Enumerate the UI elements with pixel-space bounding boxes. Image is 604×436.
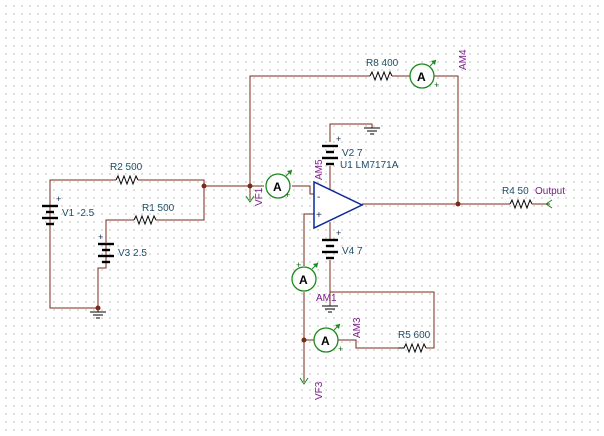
- wire-r5-loop: [330, 291, 435, 349]
- junction-feedback: [247, 183, 253, 189]
- wire-am3-to-r5: [338, 339, 398, 349]
- am3-label: AM3: [352, 317, 363, 338]
- r2-label: R2 500: [110, 162, 143, 173]
- vf3-label: VF3: [314, 381, 325, 400]
- junction-node-sum: [201, 183, 207, 189]
- r8-label: R8 400: [366, 58, 399, 69]
- wire-r2-to-node: [148, 179, 205, 186]
- ground-v4: [322, 305, 338, 313]
- ground-source: [90, 308, 106, 319]
- resistor-r4[interactable]: [502, 198, 538, 210]
- junction-am3-branch: [301, 337, 307, 343]
- am4-letter: A: [417, 70, 426, 84]
- wire-noninv-to-am1: [303, 213, 314, 266]
- vf1-label: VF1: [254, 187, 265, 206]
- junction-output: [455, 201, 461, 207]
- v3-plus-sign: +: [98, 232, 103, 242]
- v2-label: V2 7: [342, 148, 363, 159]
- r5-label: R5 600: [398, 330, 431, 341]
- resistor-r1[interactable]: [120, 214, 176, 226]
- wires: [49, 75, 550, 382]
- opamp-inverting-sign: -: [317, 192, 320, 203]
- r4-label: R4 50: [502, 186, 529, 197]
- u1-label: U1 LM7171A: [340, 160, 399, 171]
- voltage-probe-vf3[interactable]: [299, 377, 309, 385]
- am1-plus-sign: +: [296, 260, 301, 270]
- output-label: Output: [535, 186, 565, 197]
- ammeter-am5[interactable]: [265, 169, 293, 199]
- am5-plus-sign: +: [285, 190, 290, 200]
- opamp-noninverting-sign: +: [316, 210, 322, 221]
- am1-label: AM1: [316, 293, 337, 304]
- am1-letter: A: [299, 273, 308, 287]
- resistor-r5[interactable]: [398, 342, 427, 354]
- am3-plus-sign: +: [338, 344, 343, 354]
- ammeter-am3[interactable]: [313, 323, 341, 353]
- voltage-source-v3[interactable]: [98, 220, 114, 264]
- am5-letter: A: [273, 180, 282, 194]
- v4-label: V4 7: [342, 246, 363, 257]
- wire-v2-ground: [329, 123, 373, 142]
- resistor-r8[interactable]: [362, 70, 396, 82]
- v2-plus-sign: +: [336, 134, 341, 144]
- wire-feedback-left: [249, 75, 362, 186]
- opamp-u1[interactable]: [313, 180, 364, 230]
- am5-label: AM5: [314, 159, 325, 180]
- voltage-source-v4[interactable]: [322, 238, 338, 260]
- am4-plus-sign: +: [434, 80, 439, 90]
- ammeter-am1[interactable]: [291, 262, 319, 292]
- voltage-source-v2[interactable]: [322, 144, 338, 166]
- wire-am4-to-out: [434, 75, 459, 204]
- wire-r1-to-node: [176, 186, 205, 221]
- am4-label: AM4: [458, 49, 469, 70]
- output-terminal[interactable]: [545, 199, 553, 209]
- v4-plus-sign: +: [336, 228, 341, 238]
- v1-plus-sign: +: [56, 194, 61, 204]
- ammeter-am4[interactable]: [409, 59, 437, 89]
- voltage-source-v1[interactable]: [42, 196, 58, 226]
- voltage-probe-vf1[interactable]: [245, 195, 255, 203]
- v3-label: V3 2.5: [118, 248, 147, 259]
- v1-label: V1 -2.5: [62, 208, 95, 219]
- resistor-r2[interactable]: [106, 174, 148, 186]
- am3-letter: A: [321, 334, 330, 348]
- r1-label: R1 500: [142, 203, 175, 214]
- ground-v2: [364, 127, 380, 135]
- wire-am5-to-inverting: [292, 185, 314, 195]
